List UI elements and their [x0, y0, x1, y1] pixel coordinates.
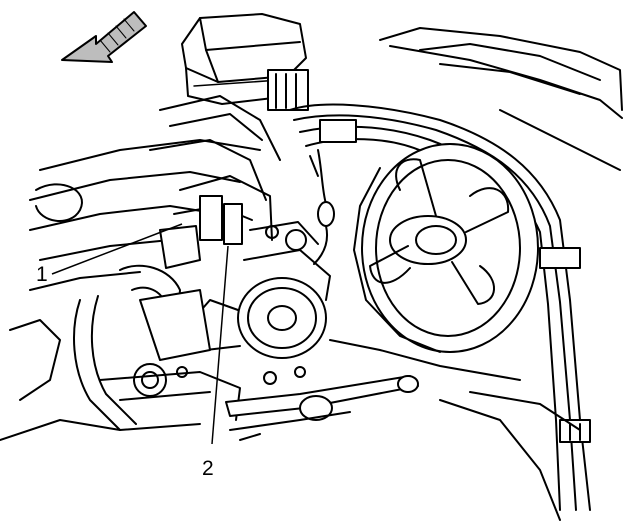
wiring-harness — [289, 103, 591, 511]
frame-rail — [0, 339, 581, 521]
lower-brace — [225, 375, 419, 441]
intake-manifold — [29, 95, 281, 291]
callout-2-leader — [211, 245, 229, 445]
ac-compressor — [195, 221, 331, 359]
cooling-fan — [353, 143, 539, 353]
front-direction-arrow-icon — [61, 11, 147, 63]
callout-label-2: 2 — [202, 457, 214, 480]
sensor-lead — [309, 149, 335, 265]
callout-label-1: 1 — [36, 263, 48, 286]
body-panel — [379, 27, 623, 171]
coolant-hoses — [9, 264, 181, 431]
relay-box — [181, 13, 309, 111]
engine-brackets — [99, 175, 306, 421]
callout-1-leader — [51, 223, 183, 275]
